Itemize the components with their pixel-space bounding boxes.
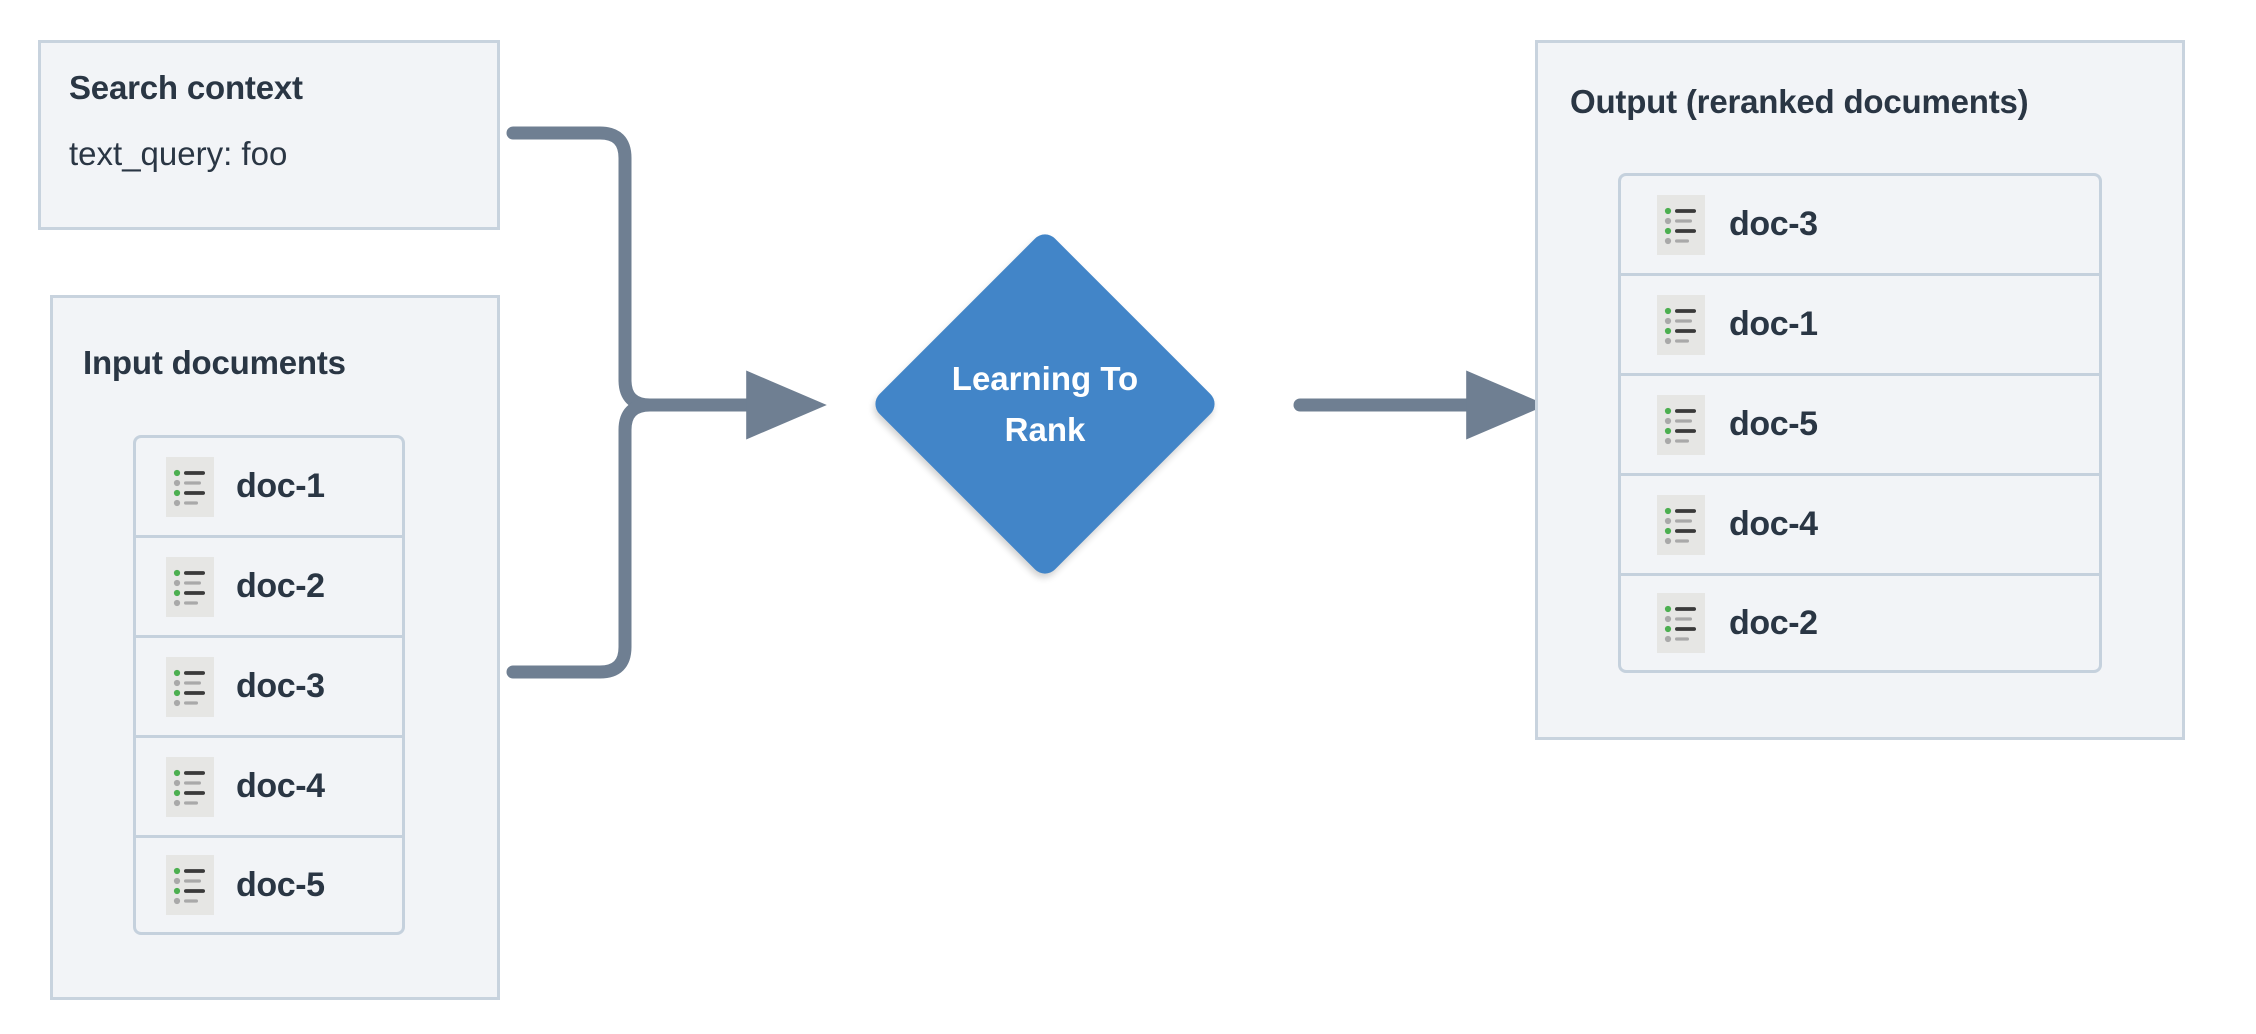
document-list-icon — [1657, 294, 1705, 355]
output-title: Output (reranked documents) — [1570, 83, 2029, 120]
input-doc-label: doc-4 — [236, 767, 325, 805]
output-document-list: doc-3 doc-1 — [1618, 173, 2102, 673]
document-list-icon — [166, 556, 214, 617]
input-doc-row-1[interactable]: doc-1 — [133, 435, 405, 535]
input-documents-title: Input documents — [83, 344, 346, 381]
output-doc-label: doc-4 — [1729, 505, 1818, 543]
search-context-panel: Search context text_query: foo — [38, 40, 500, 230]
document-list-icon — [166, 656, 214, 717]
input-doc-row-3[interactable]: doc-3 — [133, 635, 405, 735]
output-doc-label: doc-2 — [1729, 603, 1818, 642]
output-doc-label: doc-5 — [1729, 405, 1818, 443]
input-document-list: doc-1 doc-2 — [133, 435, 405, 935]
input-doc-label: doc-2 — [236, 567, 325, 605]
learning-to-rank-node[interactable]: Learning To Rank — [869, 228, 1221, 580]
search-context-title: Search context — [69, 69, 303, 106]
diamond-shape — [869, 228, 1221, 580]
output-doc-row-4[interactable]: doc-4 — [1618, 473, 2102, 573]
output-doc-label: doc-1 — [1729, 305, 1818, 343]
document-list-icon — [1657, 593, 1705, 653]
document-list-icon — [1657, 494, 1705, 555]
search-context-query: text_query: foo — [69, 135, 288, 172]
document-list-icon — [1657, 394, 1705, 455]
document-list-icon — [166, 855, 214, 915]
output-doc-row-3[interactable]: doc-5 — [1618, 373, 2102, 473]
input-doc-label: doc-5 — [236, 865, 325, 904]
document-list-icon — [1657, 194, 1705, 255]
output-panel: Output (reranked documents) doc-3 — [1535, 40, 2185, 740]
output-doc-row-1[interactable]: doc-3 — [1618, 173, 2102, 273]
output-doc-row-5[interactable]: doc-2 — [1618, 573, 2102, 673]
input-documents-panel: Input documents doc-1 — [50, 295, 500, 1000]
edge-search-context-to-ltr — [506, 126, 657, 412]
input-doc-label: doc-3 — [236, 667, 325, 705]
edge-input-documents-to-ltr — [506, 398, 657, 679]
output-doc-row-2[interactable]: doc-1 — [1618, 273, 2102, 373]
document-list-icon — [166, 456, 214, 517]
document-list-icon — [166, 756, 214, 817]
input-doc-row-4[interactable]: doc-4 — [133, 735, 405, 835]
input-doc-row-5[interactable]: doc-5 — [133, 835, 405, 935]
input-doc-label: doc-1 — [236, 467, 325, 505]
input-doc-row-2[interactable]: doc-2 — [133, 535, 405, 635]
output-doc-label: doc-3 — [1729, 205, 1818, 243]
